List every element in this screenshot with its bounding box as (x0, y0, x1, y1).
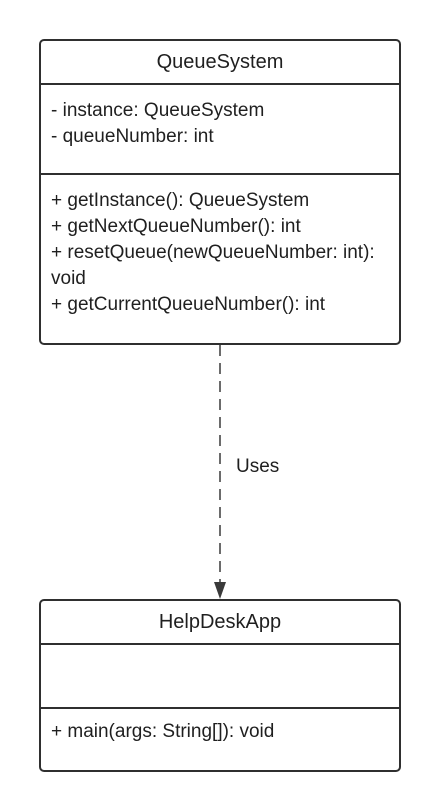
methods-section: + getInstance(): QueueSystem + getNextQu… (41, 175, 399, 318)
method: + getCurrentQueueNumber(): int (51, 294, 326, 315)
relationship-label: Uses (236, 456, 280, 477)
class-name-helpdeskapp: HelpDeskApp (41, 601, 399, 645)
attributes-section: - instance: QueueSystem - queueNumber: i… (41, 85, 399, 175)
method: + getInstance(): QueueSystem (51, 190, 310, 211)
attribute: - queueNumber: int (51, 126, 214, 147)
method: + getNextQueueNumber(): int (51, 216, 301, 237)
methods-section: + main(args: String[]): void (41, 709, 399, 745)
attribute: - instance: QueueSystem (51, 100, 265, 121)
method: + resetQueue(newQueueNumber: int): void (51, 242, 375, 289)
arrowhead (214, 582, 226, 599)
method: + main(args: String[]): void (51, 721, 275, 742)
attributes-section-empty (41, 645, 399, 709)
class-queuesystem: QueueSystem - instance: QueueSystem - qu… (39, 39, 401, 345)
class-name-queuesystem: QueueSystem (41, 41, 399, 85)
class-helpdeskapp: HelpDeskApp + main(args: String[]): void (39, 599, 401, 772)
